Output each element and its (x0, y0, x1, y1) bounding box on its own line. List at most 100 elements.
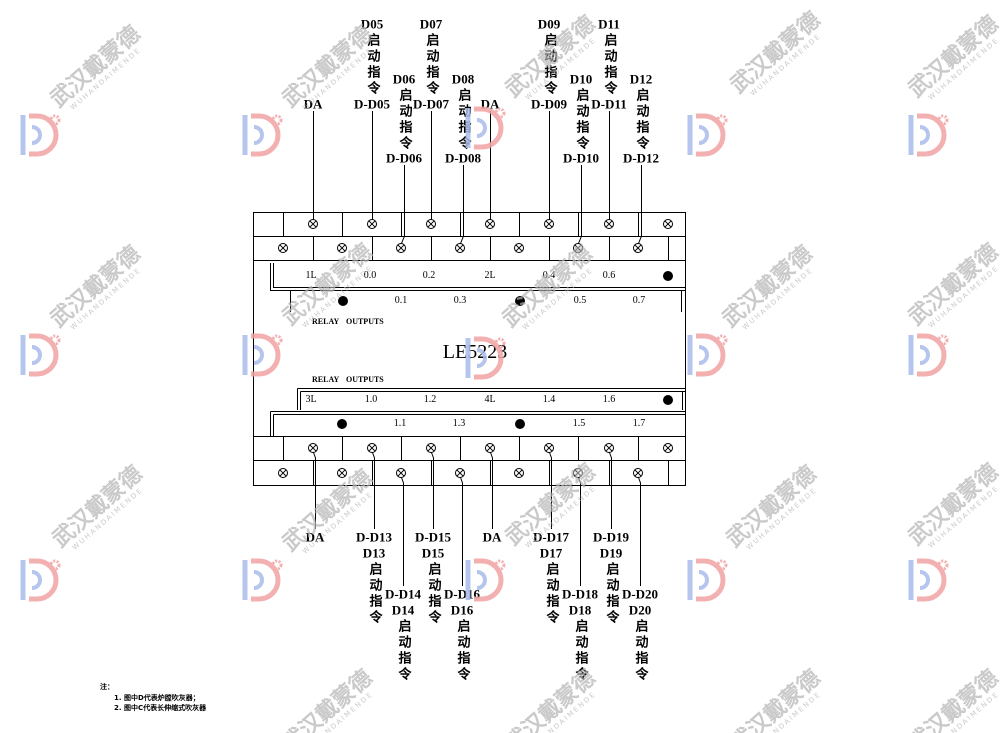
terminal-screw-cross (397, 469, 405, 477)
terminal-screw-icon (514, 243, 524, 253)
signal-wire (609, 452, 612, 529)
terminal-screw-cross (634, 469, 642, 477)
terminal-screw-icon (278, 243, 288, 253)
device-tag: D05 (360, 16, 384, 32)
terminal-screw-cross (545, 220, 553, 228)
terminal-screw-icon (367, 219, 377, 229)
device-tag: D06 (392, 71, 416, 87)
terminal-address-label: 0.6 (602, 270, 616, 281)
terminal-screw-icon (455, 243, 465, 253)
start-command-caption: 启动指令 (573, 88, 589, 152)
device-tag: D18 (568, 602, 592, 618)
terminal-screw-icon (308, 219, 318, 229)
terminal-screw-cross (456, 244, 464, 252)
terminal-address-label: 2L (484, 270, 496, 281)
start-command-caption: 启动指令 (396, 88, 412, 152)
terminal-screw-cross (338, 469, 346, 477)
terminal-screw-cross (368, 444, 376, 452)
common-terminal-dot-icon (663, 395, 673, 405)
device-tag: D07 (419, 16, 443, 32)
start-command-caption: 启动指令 (632, 619, 648, 683)
terminal-screw-cross (397, 244, 405, 252)
device-tag: D16 (450, 602, 474, 618)
wire-terminal-label: DA (305, 529, 325, 545)
terminal-address-label: 0.1 (394, 295, 408, 306)
terminal-screw-icon (337, 468, 347, 478)
start-command-caption: 启动指令 (601, 33, 617, 97)
terminal-address-label: 1.7 (632, 418, 646, 429)
relay-outputs-caption-upper: RELAY OUTPUTS (312, 317, 384, 326)
terminal-screw-cross (545, 444, 553, 452)
terminal-screw-cross (574, 469, 582, 477)
terminal-screw-cross (664, 444, 672, 452)
terminal-screw-cross (279, 469, 287, 477)
terminal-address-label: 1.2 (423, 394, 437, 405)
terminal-address-label: 1L (305, 270, 317, 281)
signal-wire (490, 452, 493, 529)
terminal-screw-cross (664, 220, 672, 228)
terminal-screw-cross (634, 244, 642, 252)
terminal-address-label: 0.3 (453, 295, 467, 306)
start-command-caption: 启动指令 (543, 562, 559, 626)
device-tag: D13 (362, 545, 386, 561)
terminal-screw-icon (663, 219, 673, 229)
device-tag: D08 (451, 71, 475, 87)
terminal-screw-cross (574, 244, 582, 252)
terminal-screw-icon (426, 219, 436, 229)
start-command-caption: 启动指令 (572, 619, 588, 683)
terminal-screw-cross (309, 220, 317, 228)
wire-terminal-label: D-D12 (622, 150, 660, 166)
signal-wire (578, 165, 582, 244)
terminal-address-label: 0.7 (632, 295, 646, 306)
terminal-screw-icon (573, 243, 583, 253)
terminal-address-label: 4L (484, 394, 496, 405)
terminal-screw-cross (338, 244, 346, 252)
terminal-screw-icon (604, 219, 614, 229)
terminal-screw-icon (514, 468, 524, 478)
wire-terminal-label: D-D08 (444, 150, 482, 166)
common-terminal-dot-icon (515, 419, 525, 429)
terminal-address-label: 0.4 (542, 270, 556, 281)
signal-wire (460, 477, 463, 586)
wire-terminal-label: D-D06 (385, 150, 423, 166)
notes-heading: 注： (100, 683, 114, 691)
wire-terminal-label: D-D11 (591, 96, 627, 112)
common-terminal-dot-icon (663, 271, 673, 281)
terminal-screw-icon (633, 468, 643, 478)
terminal-screw-cross (605, 220, 613, 228)
signal-wire (401, 477, 404, 586)
signal-wire (372, 452, 375, 529)
terminal-screw-icon (544, 219, 554, 229)
wire-terminal-label: D-D15 (414, 529, 452, 545)
start-command-caption: 启动指令 (541, 33, 557, 97)
device-tag: D19 (599, 545, 623, 561)
common-terminal-dot-icon (515, 296, 525, 306)
wire-terminal-label: D-D17 (532, 529, 570, 545)
wire-terminal-label: D-D13 (355, 529, 393, 545)
relay-outputs-caption-lower: RELAY OUTPUTS (312, 375, 384, 384)
device-tag: D14 (391, 602, 415, 618)
label-strip-frame (273, 263, 686, 288)
note-item: 2. 图中C代表长伸缩式吹灰器 (114, 704, 207, 712)
terminal-address-label: 1.3 (452, 418, 466, 429)
terminal-screw-icon (396, 468, 406, 478)
terminal-screw-icon (485, 443, 495, 453)
signal-wire (431, 452, 434, 529)
wire-terminal-label: D-D07 (412, 96, 450, 112)
wire-terminal-label: D-D09 (530, 96, 568, 112)
wire-terminal-label: D-D05 (353, 96, 391, 112)
terminal-address-label: 3L (305, 394, 317, 405)
module-model-label: LE5223 (442, 341, 508, 363)
device-tag: D10 (569, 71, 593, 87)
signal-wire (638, 477, 641, 586)
terminal-address-label: 0.5 (573, 295, 587, 306)
device-tag: D12 (629, 71, 653, 87)
signal-wire (578, 477, 581, 586)
terminal-screw-icon (663, 443, 673, 453)
terminal-screw-cross (368, 220, 376, 228)
terminal-screw-cross (279, 244, 287, 252)
device-tag: D09 (537, 16, 561, 32)
start-command-caption: 启动指令 (633, 88, 649, 152)
